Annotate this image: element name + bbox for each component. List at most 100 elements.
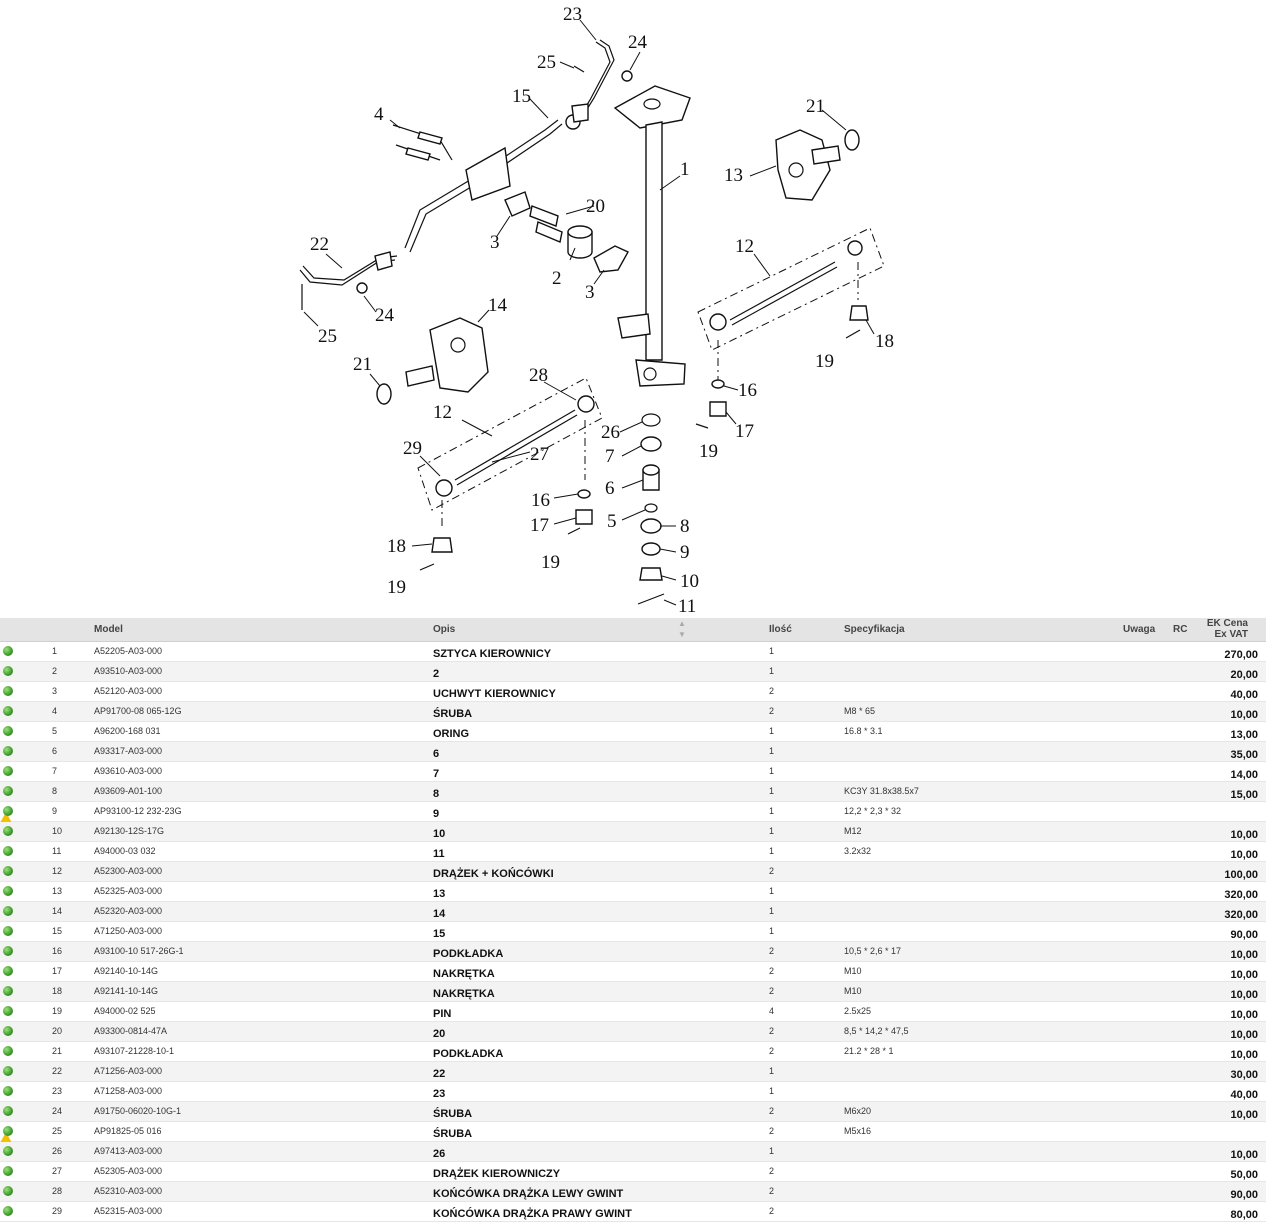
tie-rod-parts: [417, 227, 885, 530]
part-description-cell: NAKRĘTKA: [433, 968, 495, 980]
quantity-cell: 1: [769, 1086, 775, 1096]
column-bottom-stack: [301, 65, 869, 605]
specification-cell: 12,2 * 2,3 * 32: [844, 806, 902, 816]
row-number: 22: [52, 1066, 63, 1076]
row-number: 28: [52, 1186, 63, 1196]
callout-8: 8: [680, 516, 690, 537]
row-number: 8: [52, 786, 58, 796]
part-description-cell: 8: [433, 788, 440, 800]
header-ilosc[interactable]: Ilość: [769, 624, 792, 635]
header-specyfikacja[interactable]: Specyfikacja: [844, 624, 905, 635]
availability-status-icon: [3, 946, 13, 956]
part-description-cell: ORING: [433, 728, 470, 740]
quantity-cell: 1: [769, 1146, 775, 1156]
callout-14: 14: [488, 295, 508, 316]
specification-cell: M12: [844, 826, 862, 836]
callout-19: 19: [699, 441, 718, 462]
header-uwaga[interactable]: Uwaga: [1123, 624, 1156, 635]
part-description-cell: ŚRUBA: [433, 1108, 473, 1120]
callout-19: 19: [387, 577, 406, 598]
row-number: 12: [52, 866, 63, 876]
availability-status-icon: [3, 1046, 13, 1056]
callout-12: 12: [433, 402, 452, 423]
part-model-cell: A92141-10-14G: [94, 986, 159, 996]
sort-arrows-icon[interactable]: ▲▼: [678, 619, 686, 639]
row-number: 2: [52, 666, 58, 676]
header-model[interactable]: Model: [94, 624, 123, 635]
callout-11: 11: [678, 596, 696, 617]
callout-leader-lines: [303, 19, 875, 606]
specification-cell: M6x20: [844, 1106, 872, 1116]
availability-status-icon: [3, 786, 13, 796]
part-model-cell: AP91825-05 016: [94, 1126, 162, 1136]
row-number: 27: [52, 1166, 63, 1176]
specification-cell: 10,5 * 2,6 * 17: [844, 946, 902, 956]
row-number: 19: [52, 1006, 63, 1016]
callout-23: 23: [563, 4, 582, 25]
row-number: 10: [52, 826, 63, 836]
price-cell: 320,00: [1224, 909, 1258, 921]
price-cell: 10,00: [1230, 1149, 1258, 1161]
availability-status-icon: [3, 1066, 13, 1076]
part-model-cell: A92130-12S-17G: [94, 826, 165, 836]
part-description-cell: 13: [433, 888, 446, 900]
price-cell: 10,00: [1230, 709, 1258, 721]
row-number: 15: [52, 926, 63, 936]
row-number: 25: [52, 1126, 63, 1136]
callout-2: 2: [552, 268, 562, 289]
row-number: 14: [52, 906, 63, 916]
quantity-cell: 1: [769, 746, 775, 756]
callout-10: 10: [680, 571, 699, 592]
callout-12: 12: [735, 236, 754, 257]
callout-13: 13: [724, 165, 743, 186]
header-price[interactable]: EK Cena Ex VAT: [1207, 618, 1248, 640]
row-number: 17: [52, 966, 63, 976]
row-number: 7: [52, 766, 58, 776]
part-description-cell: KOŃCÓWKA DRĄŻKA LEWY GWINT: [433, 1188, 624, 1200]
header-rc[interactable]: RC: [1173, 624, 1188, 635]
part-model-cell: A93609-A01-100: [94, 786, 163, 796]
diagram-drawing: 1 2 3 3 4 5 6 7 8 9 10 11 12 12 13 14 15…: [299, 4, 894, 617]
availability-status-icon: [3, 886, 13, 896]
availability-status-icon: [3, 966, 13, 976]
part-description-cell: UCHWYT KIEROWNICY: [433, 688, 556, 700]
header-opis[interactable]: Opis: [433, 624, 456, 635]
callout-22: 22: [310, 234, 329, 255]
quantity-cell: 2: [769, 1026, 775, 1036]
callout-16: 16: [531, 490, 550, 511]
quantity-cell: 2: [769, 1206, 775, 1216]
quantity-cell: 2: [769, 1186, 775, 1196]
part-description-cell: DRĄŻEK + KOŃCÓWKI: [433, 868, 554, 880]
availability-status-icon: [3, 1126, 13, 1136]
